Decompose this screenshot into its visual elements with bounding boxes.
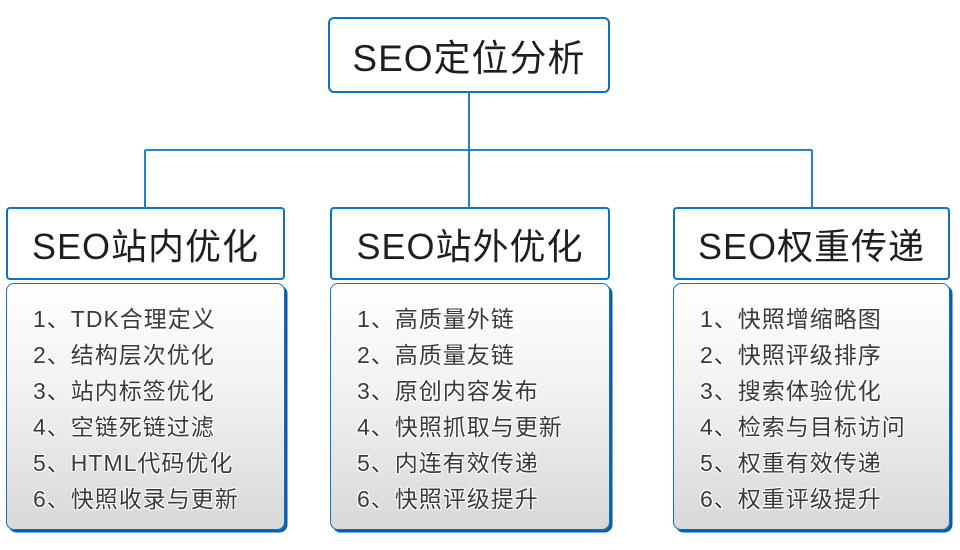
list-item: 2、高质量友链 bbox=[357, 342, 515, 368]
list-item: 3、原创内容发布 bbox=[357, 378, 539, 404]
root-node: SEO定位分析 bbox=[328, 17, 610, 93]
column-list: 1、TDK合理定义 2、结构层次优化 3、站内标签优化 4、空链死链过滤 5、H… bbox=[6, 283, 285, 530]
column-header: SEO权重传递 bbox=[673, 207, 950, 280]
list-item: 1、TDK合理定义 bbox=[33, 306, 216, 332]
column-offsite-optimization: SEO站外优化 1、高质量外链 2、高质量友链 3、原创内容发布 4、快照抓取与… bbox=[330, 207, 610, 530]
list-item: 5、内连有效传递 bbox=[357, 450, 539, 476]
list-item: 5、权重有效传递 bbox=[700, 450, 882, 476]
list-item: 2、结构层次优化 bbox=[33, 342, 215, 368]
column-title: SEO站内优化 bbox=[31, 225, 260, 267]
list-item: 1、快照增缩略图 bbox=[700, 306, 882, 332]
column-header: SEO站外优化 bbox=[330, 207, 610, 280]
list-item: 4、快照抓取与更新 bbox=[357, 414, 563, 440]
column-header: SEO站内优化 bbox=[6, 207, 285, 280]
column-list: 1、快照增缩略图 2、快照评级排序 3、搜索体验优化 4、检索与目标访问 5、权… bbox=[673, 283, 950, 530]
root-node-title: SEO定位分析 bbox=[352, 38, 586, 79]
list-item: 5、HTML代码优化 bbox=[33, 450, 234, 476]
list-item: 6、快照收录与更新 bbox=[33, 486, 239, 512]
list-item: 2、快照评级排序 bbox=[700, 342, 882, 368]
list-item: 4、检索与目标访问 bbox=[700, 414, 906, 440]
list-item: 4、空链死链过滤 bbox=[33, 414, 215, 440]
list-item: 3、站内标签优化 bbox=[33, 378, 215, 404]
column-title: SEO站外优化 bbox=[356, 225, 584, 267]
column-title: SEO权重传递 bbox=[697, 225, 926, 267]
column-onsite-optimization: SEO站内优化 1、TDK合理定义 2、结构层次优化 3、站内标签优化 4、空链… bbox=[6, 207, 285, 530]
column-weight-transfer: SEO权重传递 1、快照增缩略图 2、快照评级排序 3、搜索体验优化 4、检索与… bbox=[673, 207, 950, 530]
list-item: 6、快照评级提升 bbox=[357, 486, 539, 512]
list-item: 1、高质量外链 bbox=[357, 306, 515, 332]
column-list: 1、高质量外链 2、高质量友链 3、原创内容发布 4、快照抓取与更新 5、内连有… bbox=[330, 283, 610, 530]
list-item: 3、搜索体验优化 bbox=[700, 378, 882, 404]
list-item: 6、权重评级提升 bbox=[700, 486, 882, 512]
